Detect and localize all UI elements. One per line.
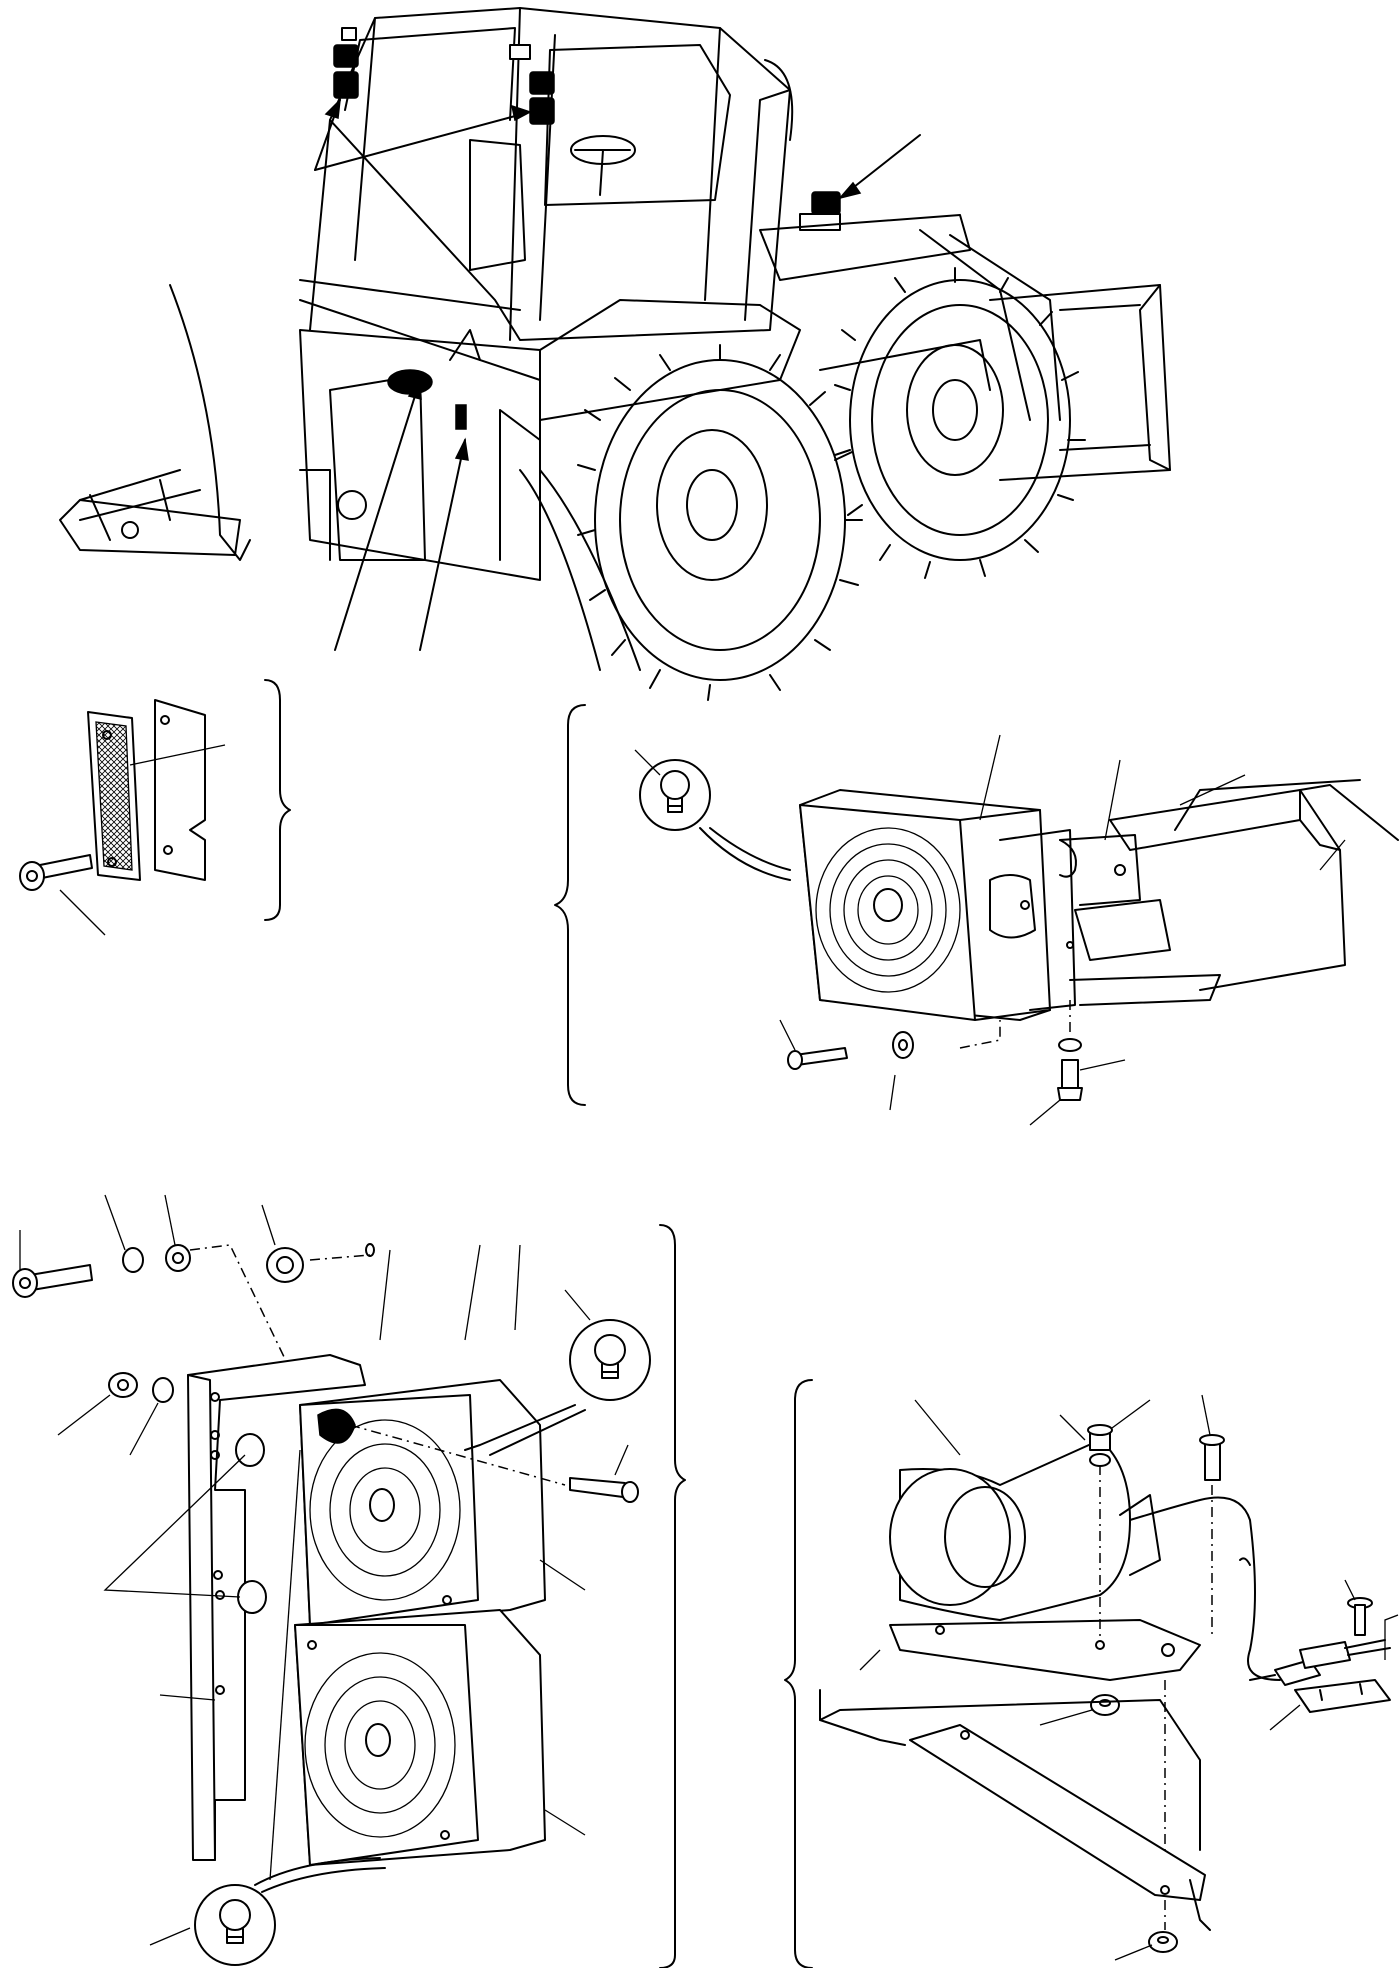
grommet — [237, 1580, 267, 1614]
nut — [108, 1372, 138, 1398]
connector-bracket — [1294, 1679, 1391, 1713]
lamp-bracket — [1059, 834, 1221, 1006]
machine-body — [59, 279, 801, 671]
horn — [889, 1439, 1281, 1681]
rear-worklight-right — [509, 44, 555, 125]
brace-icon — [554, 704, 586, 1106]
boom-arm — [1109, 779, 1399, 991]
horn-mounting-plate — [889, 1619, 1201, 1681]
bolt — [569, 1477, 639, 1503]
bolt — [787, 1047, 848, 1070]
brace-icon — [659, 1224, 686, 1968]
lower-lamp — [294, 1609, 546, 1866]
screw — [1087, 1424, 1113, 1467]
reflector-detail — [19, 679, 291, 936]
screw — [1347, 1597, 1373, 1636]
horn-bracket — [819, 1689, 1211, 1931]
rear-worklight-left — [333, 27, 359, 99]
brace-icon — [784, 1379, 813, 1968]
rear-lamp-cluster-detail — [12, 1194, 686, 1968]
nut — [1148, 1931, 1178, 1953]
front-lamp — [799, 789, 1076, 1021]
washer — [122, 1247, 144, 1273]
upper-lamp — [299, 1379, 546, 1626]
washer — [165, 1244, 191, 1272]
nut — [1090, 1694, 1120, 1716]
rear-wheel — [577, 344, 863, 701]
cab-frame — [309, 7, 794, 341]
cap-screw — [12, 1264, 93, 1298]
washer — [152, 1377, 174, 1403]
grommet — [266, 1247, 304, 1283]
screw — [1199, 1434, 1225, 1481]
front-wheel — [834, 267, 1086, 579]
brace-icon — [264, 679, 291, 921]
machine-overview — [59, 7, 1171, 701]
bulb-icon — [639, 759, 711, 831]
washer — [892, 1031, 914, 1059]
screw — [1057, 1038, 1083, 1101]
bulb-icon — [194, 1884, 276, 1966]
arrow-icon — [314, 97, 921, 651]
horn-detail — [784, 1379, 1399, 1968]
front-lamp-detail — [554, 704, 1399, 1126]
loader-arm — [759, 214, 1171, 481]
wiring-connector — [1249, 1639, 1391, 1686]
bulb-icon — [569, 1319, 651, 1401]
grommet — [235, 1433, 265, 1467]
cap-screw — [19, 854, 93, 891]
